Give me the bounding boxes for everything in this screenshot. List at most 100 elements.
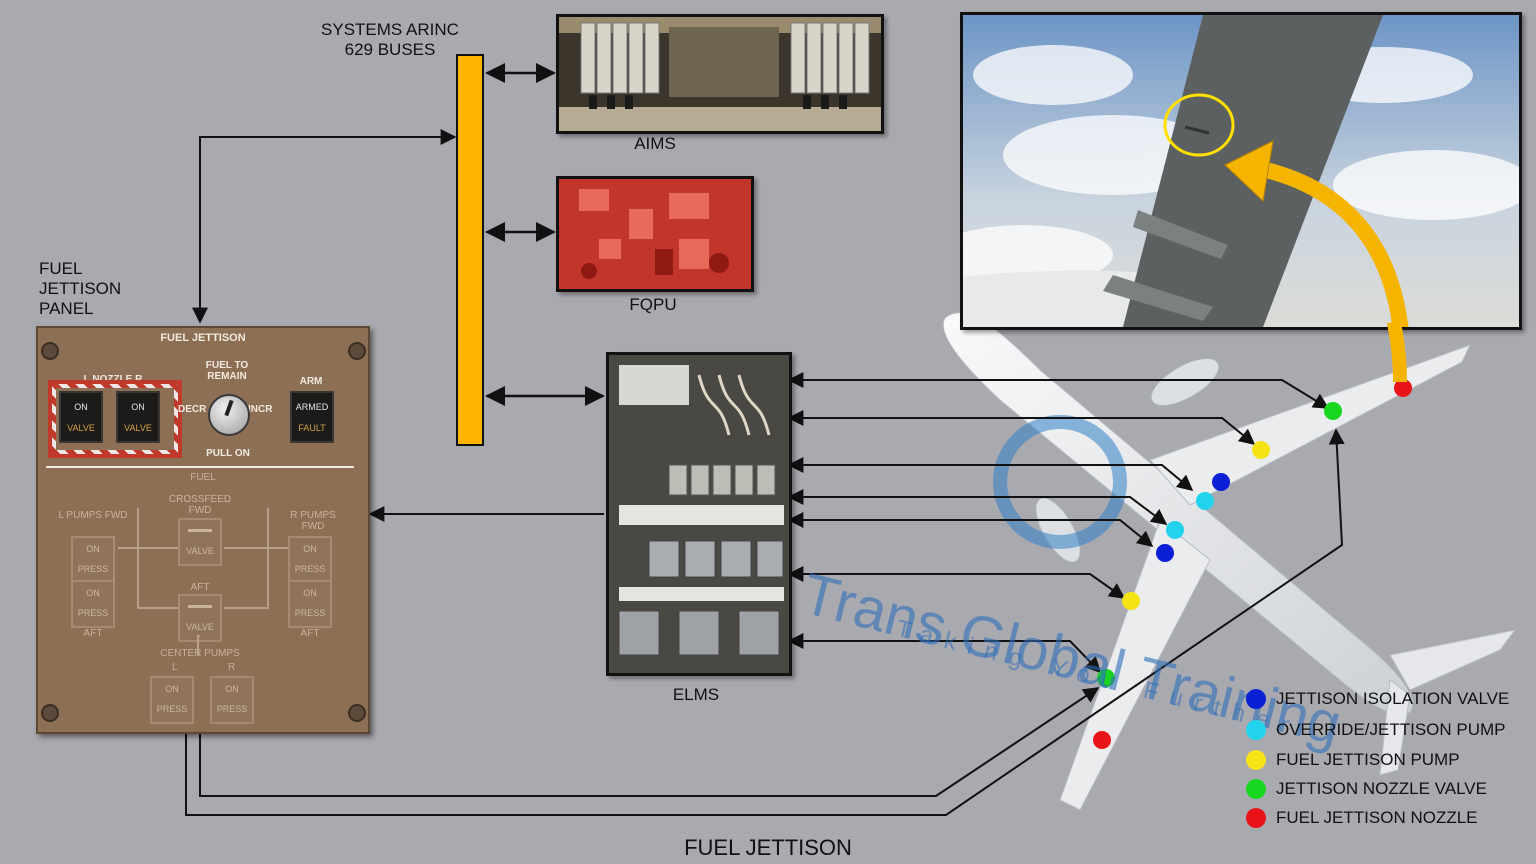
component-dots (1093, 379, 1412, 749)
nozzle-highlight-ring (1163, 93, 1235, 157)
crossfeed-fwd-switch[interactable]: VALVE (178, 518, 222, 566)
tail-photo-image (963, 15, 1519, 327)
switch-valve-text: VALVE (186, 546, 214, 556)
switch-press-text: PRESS (216, 704, 248, 714)
panel-divider (46, 466, 354, 468)
legend-label: OVERRIDE/JETTISON PUMP (1276, 720, 1506, 739)
pull-on-label: PULL ON (206, 448, 250, 459)
crossfeed-aft-label: AFT (190, 582, 210, 593)
r-aft-label: AFT (300, 628, 320, 639)
r-aft-pump-switch[interactable]: ON PRESS (288, 580, 332, 628)
switch-valve-text: VALVE (186, 622, 214, 632)
legend-dot (1246, 689, 1266, 709)
elms-photo (606, 352, 792, 676)
legend-label: JETTISON ISOLATION VALVE (1276, 689, 1510, 708)
fuel-jettison-panel: FUEL JETTISON L NOZZLE R ON VALVE ON VAL… (36, 326, 370, 734)
switch-press-text: PRESS (294, 564, 326, 574)
fqpu-board-image (559, 179, 751, 289)
crossfeed-fwd-label: CROSSFEED FWD (168, 494, 232, 516)
arinc-buses-label: SYSTEMS ARINC 629 BUSES (300, 20, 480, 60)
switch-press-text: PRESS (294, 608, 326, 618)
fuel-jettison-pump-dot (1252, 441, 1270, 459)
panel-screw (41, 342, 59, 360)
l-fwd-pump-switch[interactable]: ON PRESS (71, 536, 115, 584)
override-jettison-pump-dot (1166, 521, 1184, 539)
switch-on-text: ON (303, 588, 317, 598)
incr-label: INCR (248, 404, 273, 415)
switch-valve-text: VALVE (67, 423, 95, 433)
fuel-jettison-nozzle-dot (1394, 379, 1412, 397)
legend-label: FUEL JETTISON PUMP (1276, 750, 1460, 769)
switch-on-text: ON (86, 544, 100, 554)
switch-press-text: PRESS (156, 704, 188, 714)
right-nozzle-switch[interactable]: ON VALVE (116, 391, 160, 443)
switch-on-text: ON (131, 402, 145, 412)
switch-on-text: ON (165, 684, 179, 694)
panel-screw (348, 704, 366, 722)
left-nozzle-switch[interactable]: ON VALVE (59, 391, 103, 443)
jettison-isolation-valve-dot (1212, 473, 1230, 491)
arm-label: ARM (299, 376, 323, 387)
fuel-jettison-pump-dot (1122, 592, 1140, 610)
aims-rack-image (559, 17, 881, 131)
switch-on-text: ON (303, 544, 317, 554)
highlight-arrow-tail (1387, 322, 1407, 382)
r-pumps-fwd-label: R PUMPS FWD (290, 510, 336, 532)
aims-photo (556, 14, 884, 134)
legend-dot (1246, 779, 1266, 799)
fuel-to-remain-label: FUEL TO REMAIN (205, 360, 249, 382)
armed-text: ARMED (295, 402, 329, 412)
panel-label-line3: PANEL (39, 299, 94, 318)
legend-label: FUEL JETTISON NOZZLE (1276, 808, 1478, 827)
aims-label: AIMS (634, 134, 676, 153)
center-l-pump-switch[interactable]: ON PRESS (150, 676, 194, 724)
l-pumps-fwd-label: L PUMPS FWD (58, 510, 128, 521)
panel-label-line2: JETTISON (39, 279, 122, 298)
bottom-title: FUEL JETTISON (684, 835, 852, 860)
switch-valve-text: VALVE (124, 423, 152, 433)
switch-press-text: PRESS (77, 564, 109, 574)
crossfeed-aft-switch[interactable]: VALVE (178, 594, 222, 642)
panel-screw (41, 704, 59, 722)
r-fwd-pump-switch[interactable]: ON PRESS (288, 536, 332, 584)
l-aft-pump-switch[interactable]: ON PRESS (71, 580, 115, 628)
jettison-nozzle-valve-dot (1097, 669, 1115, 687)
override-jettison-pump-dot (1196, 492, 1214, 510)
panel-header: FUEL JETTISON (160, 332, 246, 344)
center-pumps-label: CENTER PUMPS (160, 648, 240, 659)
center-l-label: L (172, 662, 178, 673)
fuel-section-label: FUEL (190, 472, 216, 483)
fuel-jettison-panel-label: FUEL JETTISON PANEL (39, 259, 121, 319)
center-r-pump-switch[interactable]: ON PRESS (210, 676, 254, 724)
l-aft-label: AFT (83, 628, 103, 639)
jettison-nozzle-valve-dot (1324, 402, 1342, 420)
fault-text: FAULT (298, 423, 326, 433)
elms-label: ELMS (672, 685, 720, 704)
arinc-bus-bar (456, 54, 484, 446)
arm-switch[interactable]: ARMED FAULT (290, 391, 334, 443)
nozzle-label: L NOZZLE R (50, 374, 176, 385)
fqpu-photo (556, 176, 754, 292)
panel-screw (348, 342, 366, 360)
tail-nozzle-photo (960, 12, 1522, 330)
arinc-label-line2: 629 BUSES (344, 40, 436, 59)
fuel-to-remain-knob[interactable] (208, 394, 250, 436)
arinc-label-line1: SYSTEMS ARINC (321, 20, 459, 39)
switch-on-text: ON (74, 402, 88, 412)
decr-label: DECR (178, 404, 207, 415)
center-r-label: R (228, 662, 236, 673)
switch-on-text: ON (225, 684, 239, 694)
switch-press-text: PRESS (77, 608, 109, 618)
fuel-jettison-nozzle-dot (1093, 731, 1111, 749)
legend-dot (1246, 720, 1266, 740)
panel-label-line1: FUEL (39, 259, 83, 278)
legend-label: JETTISON NOZZLE VALVE (1276, 779, 1487, 798)
legend-dot (1246, 750, 1266, 770)
legend-dot (1246, 808, 1266, 828)
jettison-isolation-valve-dot (1156, 544, 1174, 562)
elms-relay-image (609, 355, 789, 673)
fqpu-label: FQPU (629, 295, 677, 314)
crossfeed-lines (118, 508, 288, 656)
switch-on-text: ON (86, 588, 100, 598)
